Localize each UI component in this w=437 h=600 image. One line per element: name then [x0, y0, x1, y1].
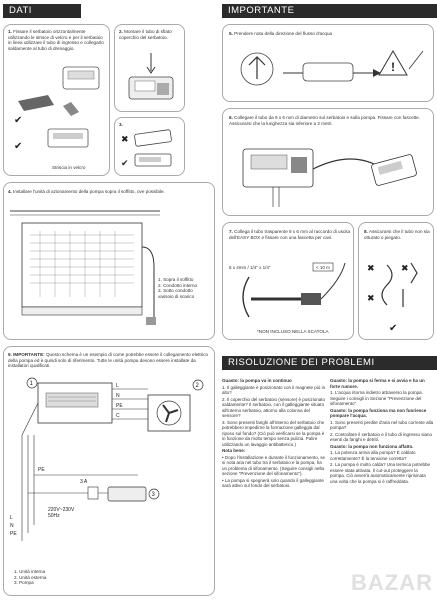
supply-voltage: 220V~230V — [48, 507, 75, 513]
step-9-box: 9. IMPORTANTE: Questo schema è un esempi… — [3, 346, 215, 596]
step-4-legend-item: 1. Sopra il soffitto — [158, 277, 194, 282]
step-6-box: 6. Collegare il tubo da 9 x 6 mm di diam… — [222, 108, 434, 216]
problem-text: 1. Il galleggiante è posizionato con il … — [222, 384, 326, 396]
header-risoluzione-problemi: RISOLUZIONE DEI PROBLEMI — [222, 356, 437, 370]
step-6-text: 6. Collegare il tubo da 9 x 6 mm di diam… — [229, 115, 421, 126]
wiring-diagram: 1 2 L N PE C PE L N PE 3 A — [10, 377, 204, 541]
wire-label: PE — [116, 403, 123, 409]
step-5-illustration: ! — [240, 50, 424, 86]
step-4-text: 4. Installare l'unità di azionamento del… — [8, 189, 165, 194]
fuse-label: 3 A — [80, 479, 88, 485]
step-9-legend-item: 1. Unità interna — [14, 569, 46, 574]
supply-frequency: 50Hz — [48, 513, 60, 519]
svg-text:✖: ✖ — [367, 263, 375, 273]
svg-text:✔: ✔ — [14, 115, 22, 126]
step-4-legend-item: vassoio di scarico — [158, 293, 195, 299]
wire-label: N — [116, 393, 120, 399]
wire-label: N — [10, 523, 14, 529]
step-9-legend-item: 2. Unità esterna — [14, 574, 47, 580]
svg-text:✔: ✔ — [389, 323, 397, 334]
problems-right-column: Guasto: la pompa si ferma e si avvia e h… — [330, 378, 434, 485]
velcro-caption: Striscia in velcro — [52, 165, 86, 170]
svg-text:✖: ✖ — [121, 134, 129, 144]
problem-text: 2. La pompa è molto calda? Una termica p… — [330, 462, 431, 484]
step-3-illustration: ✖ ✔ — [121, 129, 172, 168]
problem-heading: Guasto: la pompa si ferma e si avvia e h… — [330, 378, 425, 389]
header-importante: IMPORTANTE — [222, 4, 437, 18]
svg-text:!: ! — [391, 60, 395, 74]
step-7-box: 7. Collega il tubo trasparente 9 x 6 mm … — [222, 222, 354, 340]
problem-text: 1. Sono presenti perdite d'aria nel tubo… — [330, 419, 434, 431]
problem-text: • La pompa si spegnerà solo quando il ga… — [222, 477, 324, 489]
step-3-number: 3. — [119, 122, 123, 127]
step-9-legend-item: 3. Pompa — [14, 580, 34, 586]
wire-label: C — [116, 413, 120, 419]
step-8-illustration: ✖ ✖ ✖ ✔ — [367, 262, 418, 334]
problem-text: 2. Controllare il serbatoio e il tubo di… — [330, 431, 433, 443]
not-included-note: *NON INCLUSO NELLA SCATOLA — [257, 329, 329, 334]
problem-text: 2. Il coperchio del serbatoio (sensore) … — [222, 396, 326, 419]
step-4-illustration — [10, 210, 160, 325]
problem-heading: Guasto: la pompa non funziona affatto. — [330, 443, 414, 449]
problem-heading: Nota bene: — [222, 448, 246, 453]
problem-heading: Guasto: la pompa funziona ma non fuories… — [330, 407, 427, 419]
step-1-illustration: ✔ ✔ — [14, 66, 100, 152]
watermark: BAZAR — [351, 570, 433, 595]
step-5-box: 5. Prendere nota della direzione del flu… — [222, 24, 434, 102]
tube-size-label: 6 x 4mm / 1/4" x 1/4" — [229, 265, 271, 270]
svg-text:✖: ✖ — [367, 293, 375, 303]
svg-text:3: 3 — [152, 492, 156, 498]
step-5-text: 5. Prendere nota della direzione del flu… — [229, 31, 333, 36]
svg-text:1: 1 — [30, 381, 34, 387]
step-9-text: 9. IMPORTANTE: Questo schema è un esempi… — [8, 352, 209, 369]
step-2-illustration — [128, 53, 174, 100]
step-7-text: 7. Collega il tubo trasparente 9 x 6 mm … — [229, 229, 351, 240]
step-3-box: 3. ✖ ✔ — [114, 117, 185, 176]
step-6-illustration — [242, 148, 417, 207]
header-dati-tecnici: DATI TECNICI — [3, 4, 81, 30]
problem-text: 1. L'acqua ritorna indietro attraverso l… — [330, 390, 423, 406]
step-8-text: 8. Assicurarsi che il tubo non sia ottur… — [364, 229, 430, 240]
wire-label: L — [116, 383, 119, 389]
step-4-legend: 1. Sopra il soffitto 2. Condotto interno… — [158, 277, 214, 299]
wire-label: PE — [38, 467, 45, 473]
svg-text:✖: ✖ — [401, 263, 409, 273]
step-2-box: 2. Montare il tubo di sfiato coperchio d… — [114, 24, 185, 112]
svg-text:✔: ✔ — [121, 158, 129, 168]
problem-heading: Guasto: la pompa va in continuo — [222, 378, 292, 383]
problem-text: 1. La potenza arriva alla pompa? È cabla… — [330, 450, 416, 461]
step-1-text: 1. Fissare il serbatoio orizzontalmente … — [8, 29, 104, 51]
svg-text:✔: ✔ — [14, 141, 22, 152]
wire-label: L — [10, 515, 13, 521]
tube-length-label: < 10 m — [316, 265, 330, 270]
problem-text: 3. Sono presenti fanghi all'interno del … — [222, 419, 325, 447]
step-9-legend: 1. Unità interna 2. Unità esterna 3. Pom… — [14, 569, 46, 586]
step-7-illustration: 6 x 4mm / 1/4" x 1/4" < 10 m — [229, 262, 346, 318]
wire-label: PE — [10, 531, 17, 537]
step-8-box: 8. Assicurarsi che il tubo non sia ottur… — [358, 222, 434, 340]
step-4-legend-item: 3. Sotto condotto — [158, 288, 193, 294]
step-1-box: 1. Fissare il serbatoio orizzontalmente … — [3, 24, 110, 176]
step-4-legend-item: 2. Condotto interno — [158, 282, 198, 288]
step-4-box: 4. Installare l'unità di azionamento del… — [3, 182, 215, 340]
step-2-text: 2. Montare il tubo di sfiato coperchio d… — [119, 29, 172, 40]
svg-text:2: 2 — [196, 383, 200, 389]
problem-text: • Dopo l'installazione e durante il funz… — [222, 454, 325, 477]
